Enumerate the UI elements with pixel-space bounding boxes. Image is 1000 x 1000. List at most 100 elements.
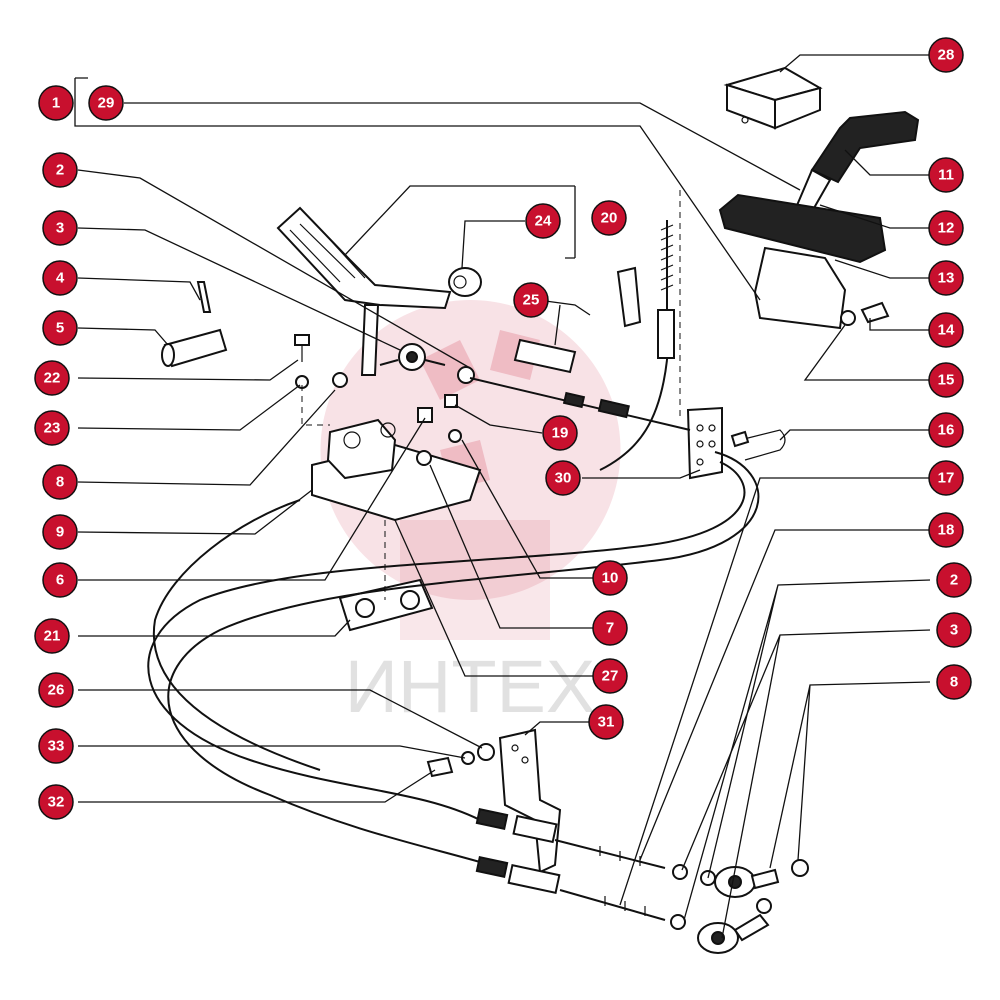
svg-text:30: 30 [555,470,572,487]
svg-text:25: 25 [523,292,540,309]
nut-part-3-lower [672,864,688,880]
svg-text:5: 5 [56,320,64,337]
callout-3-lower: 3 [936,612,972,648]
spacer-part-21 [338,578,434,632]
svg-text:2: 2 [56,162,64,179]
sleeve-part-25 [513,266,642,374]
callout-11: 11 [928,157,964,193]
cable-end-upper [475,808,666,869]
callout-8: 8 [42,464,78,500]
rubber-boot-part-13 [718,193,887,330]
svg-text:6: 6 [56,572,64,589]
svg-text:3: 3 [56,220,64,237]
svg-text:2: 2 [950,572,958,589]
bushing-part-24 [448,267,482,297]
svg-text:14: 14 [938,322,955,339]
svg-text:17: 17 [938,470,955,487]
washer-part-15 [840,310,856,326]
callout-1: 1 [38,85,74,121]
svg-text:10: 10 [602,570,619,587]
leader-lines [74,54,931,939]
cover-part-28 [723,66,823,130]
svg-text:9: 9 [56,524,64,541]
svg-text:22: 22 [44,370,61,387]
throttle-cable [599,220,675,471]
svg-text:28: 28 [938,47,955,64]
svg-text:31: 31 [598,714,615,731]
callout-17: 17 [928,460,964,496]
callout-12: 12 [928,210,964,246]
callout-23: 23 [34,410,70,446]
svg-text:15: 15 [938,372,955,389]
svg-text:19: 19 [552,425,569,442]
callout-26: 26 [38,672,74,708]
nut-part-8 [332,372,348,388]
u-clip-part-16 [730,429,786,461]
callout-3: 3 [42,210,78,246]
svg-text:12: 12 [938,220,955,237]
callout-28: 28 [928,37,964,73]
svg-text:27: 27 [602,668,619,685]
callout-14: 14 [928,312,964,348]
watermark-text: ИНТЕХ [345,645,596,728]
callout-7: 7 [592,610,628,646]
svg-text:1: 1 [52,95,60,112]
svg-text:8: 8 [950,674,958,691]
svg-text:23: 23 [44,420,61,437]
callout-18: 18 [928,512,964,548]
callout-4: 4 [42,260,78,296]
callout-2: 2 [42,152,78,188]
callout-24: 24 [525,203,561,239]
pin-part-5 [161,328,228,368]
hand-lever-part-11 [793,110,920,217]
svg-text:18: 18 [938,522,955,539]
bolt-part-32 [426,756,454,778]
callout-25: 25 [513,282,549,318]
cable-end-lower [475,856,666,921]
bolt-part-19 [444,394,458,408]
svg-text:13: 13 [938,270,955,287]
callout-6: 6 [42,562,78,598]
svg-text:11: 11 [938,167,954,184]
bracket-part-30 [686,406,723,480]
svg-text:7: 7 [606,620,614,637]
callout-2-lower: 2 [936,562,972,598]
watermark-logo [320,300,621,640]
svg-text:3: 3 [950,622,958,639]
svg-text:21: 21 [44,628,61,645]
pedal-part-20 [276,206,452,376]
callout-5: 5 [42,310,78,346]
callout-22: 22 [34,360,70,396]
svg-text:8: 8 [56,474,64,491]
bolt-part-14 [860,301,890,324]
alignment-line [301,385,330,426]
washer-part-10 [448,429,462,443]
svg-text:20: 20 [601,210,618,227]
callout-29: 29 [88,85,124,121]
adjuster-rod [469,377,691,431]
svg-text:4: 4 [56,270,65,287]
callout-9: 9 [42,514,78,550]
callout-33: 33 [38,728,74,764]
rod-end-part-2-lower [697,898,772,954]
callout-20: 20 [591,200,627,236]
bolt-part-6 [417,407,433,423]
base-plate-part-9 [311,418,482,522]
svg-text:16: 16 [938,422,955,439]
callout-16: 16 [928,412,964,448]
callout-13: 13 [928,260,964,296]
nut-part-8-lower [791,859,809,877]
callout-15: 15 [928,362,964,398]
callout-10: 10 [592,560,628,596]
split-pin-part-4 [196,281,212,313]
svg-text:33: 33 [48,738,65,755]
nut-part-3-lower-b [670,914,686,930]
callout-8-lower: 8 [936,664,972,700]
callout-19: 19 [542,415,578,451]
svg-text:24: 24 [535,213,552,230]
callout-21: 21 [34,618,70,654]
control-cables [147,451,760,863]
svg-text:26: 26 [48,682,65,699]
callout-31: 31 [588,704,624,740]
